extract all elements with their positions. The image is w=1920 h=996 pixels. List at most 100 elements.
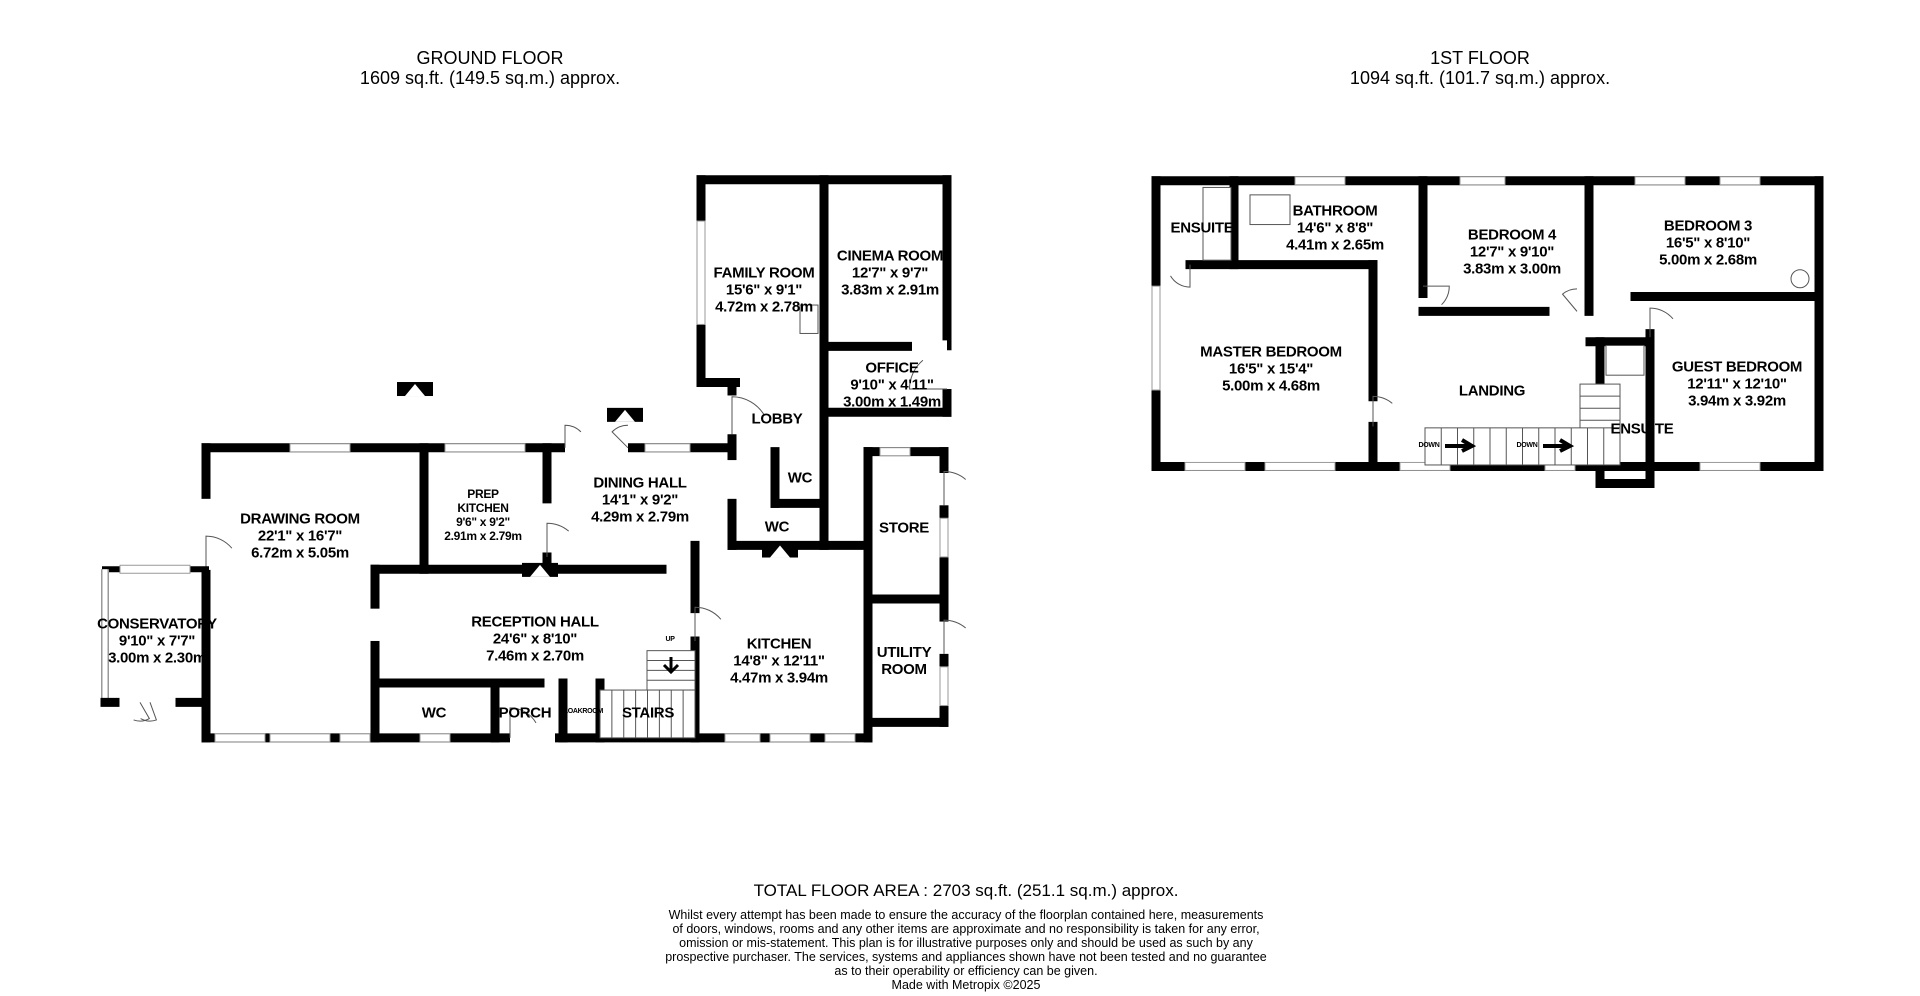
room-metric: 3.94m x 3.92m [1688,392,1786,410]
arrow-icon [1543,438,1575,453]
room-metric: 4.47m x 3.94m [730,669,828,687]
doorway [369,608,381,641]
door-swing [509,707,537,738]
arrow-icon [662,657,680,675]
door-swing [1372,395,1393,427]
window [1634,176,1686,186]
room-imperial: 24'6" x 8'10" [492,630,578,648]
window [269,733,331,743]
room-name: DOWN [1418,442,1440,449]
room-label-porch: PORCH [499,705,552,722]
room-name: KITCHEN [746,635,812,653]
room-name: BEDROOM 3 [1663,217,1753,235]
disclaimer-line: prospective purchaser. The services, sys… [665,950,1267,964]
room-metric: 2.91m x 2.79m [444,529,522,543]
room-name: WC [764,518,790,536]
room-name: PORCH [498,704,552,722]
room-imperial: 14'8" x 12'11" [733,652,825,670]
room-name: CINEMA ROOM [836,247,944,265]
room-metric: 5.00m x 2.68m [1659,251,1757,269]
window [119,564,191,574]
doorway [565,441,628,454]
bath-icon [1202,186,1232,261]
door-swing [140,702,158,722]
window [214,733,266,743]
disclaimer: Whilst every attempt has been made to en… [665,908,1267,992]
made-with-credit: Made with Metropix ©2025 [891,978,1041,992]
shower-icon [1605,345,1645,376]
door-swing [1649,307,1674,339]
room-name: RECEPTION HALL [471,613,599,631]
window [696,220,706,325]
door-swing [611,424,629,449]
window [1699,461,1761,471]
room-label-up: UP [665,636,674,644]
room-name: UP [665,636,675,643]
door-swing [133,702,151,722]
arrow-icon [1445,438,1477,453]
room-name: ENSUITE [1170,219,1234,237]
door-swing [694,606,722,641]
door-swing [564,424,582,448]
room-name: PREP KITCHEN [457,487,509,515]
window [1151,285,1161,391]
room-name: WC [787,469,813,487]
basin-icon [1790,269,1810,289]
room-imperial: 14'1" x 9'2" [601,491,679,509]
room-name: DOWN [1516,442,1538,449]
room-name: GUEST BEDROOM [1671,358,1803,376]
room-imperial: 9'10" x 4'11" [850,376,934,394]
sink-icon [799,304,819,334]
doorway [200,498,212,570]
window [939,666,949,707]
room-name: BEDROOM 4 [1467,226,1557,244]
first-floor-heading: 1ST FLOOR 1094 sq.ft. (101.7 sq.m.) appr… [1350,48,1610,88]
doorway [912,340,947,353]
room-imperial: 16'5" x 8'10" [1665,234,1751,252]
ground-floor-area: 1609 sq.ft. (149.5 sq.m.) approx. [359,68,621,88]
first-floor-area: 1094 sq.ft. (101.7 sq.m.) approx. [1349,68,1611,88]
door-swing [205,535,233,570]
window [644,443,691,453]
room-name: FAMILY ROOM [713,264,815,282]
room-metric: 3.00m x 2.30m [108,649,206,667]
room-metric: 4.29m x 2.79m [591,508,689,526]
room-name: CONSERVATORY [97,615,217,633]
doorway [740,376,810,389]
room-imperial: 12'11" x 12'10" [1687,375,1787,393]
room-imperial: 12'7" x 9'7" [851,264,929,282]
room-label-stairs: STAIRS [622,705,674,722]
disclaimer-line: of doors, windows, rooms and any other i… [672,922,1260,936]
first-floor-title: 1ST FLOOR [1430,48,1530,68]
room-label-ensuite: ENSUITE [1611,421,1674,438]
floorplan-drawing [100,175,1824,744]
window [1459,176,1506,186]
window [724,733,761,743]
room-label-wc: WC [764,518,790,536]
room-metric: 6.72m x 5.05m [251,544,349,562]
window [939,517,949,558]
room-imperial: 16'5" x 15'4" [1228,360,1314,378]
room-metric: 5.00m x 4.68m [1222,377,1320,395]
disclaimer-line: Whilst every attempt has been made to en… [668,908,1264,922]
window [1264,461,1336,471]
window [444,443,526,453]
bath-icon [1249,194,1291,226]
door-swing [908,359,947,390]
door-swing [546,522,570,557]
room-metric: 7.46m x 2.70m [486,647,584,665]
door-swing [1423,285,1450,306]
door-swing [1170,264,1191,288]
ground-floor-title: GROUND FLOOR [416,48,564,68]
window [879,447,911,457]
room-name: UTILITY ROOM [876,644,932,678]
room-imperial: 9'10" x 7'7" [118,632,196,650]
room-imperial: 9'6" x 9'2" [456,515,510,529]
